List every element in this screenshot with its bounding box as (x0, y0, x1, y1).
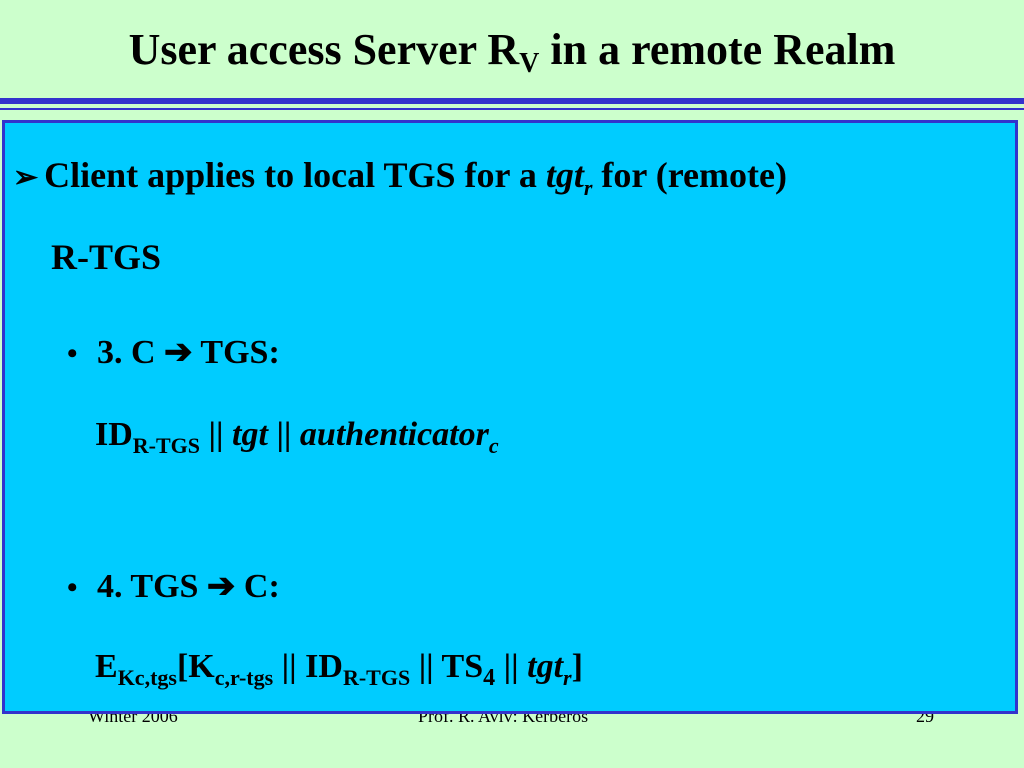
step4-separator-id: || ID (273, 648, 343, 685)
step3-id: ID (95, 416, 133, 453)
tgt-subscript-text: r (583, 175, 593, 200)
step4-close: ] (571, 648, 583, 685)
title-divider-thin (0, 108, 1024, 110)
step4-E-subscript: Kc,tgs (117, 665, 177, 690)
step3-auth-subscript-text: c (488, 433, 499, 458)
step4-ts-subscript: 4 (483, 665, 496, 691)
main-bullet-text: Client applies to local TGS for a (44, 155, 546, 195)
step3-message: IDR-TGS || tgt || authenticatorc (95, 415, 499, 458)
title-divider (0, 98, 1024, 104)
bullet-dot-icon: • (67, 571, 78, 604)
step3-id-subscript: R-TGS (132, 433, 201, 458)
step4-heading: • 4. TGS ➔ C: (67, 567, 280, 608)
title-rest: in a remote Realm (539, 25, 896, 74)
main-bullet-line1: ➢Client applies to local TGS for a tgtr … (13, 155, 787, 200)
step4-K-subscript: c,r-tgs (214, 665, 274, 690)
step4-tgt-subscript-text: r (563, 665, 572, 690)
step4-tgt: tgt (527, 648, 564, 685)
tgt-term: tgt (545, 155, 584, 195)
step4-separator-ts: || TS (410, 648, 484, 685)
arrow-bullet-icon: ➢ (13, 161, 39, 194)
bullet-dot-icon: • (67, 337, 78, 370)
title-subscript: V (519, 48, 540, 79)
step3-authenticator: authenticator (299, 416, 489, 453)
step4-tgt-subscript: r (563, 665, 572, 690)
content-panel: ➢Client applies to local TGS for a tgtr … (2, 120, 1018, 714)
title-main: User access Server R (128, 25, 520, 74)
step3-tgt: tgt (232, 416, 268, 453)
step4-separator-tgt: || (495, 648, 528, 685)
step4-open-K: [K (176, 648, 215, 685)
tgt-subscript: r (584, 175, 593, 200)
main-bullet-post: for (remote) (592, 155, 787, 195)
step4-message: EKc,tgs[Kc,r-tgs || IDR-TGS || TS4 || tg… (95, 647, 583, 690)
step3-heading-text: 3. C ➔ TGS: (97, 334, 280, 371)
step4-E: E (95, 648, 118, 685)
step3-auth-subscript: c (489, 433, 499, 458)
step4-id-subscript: R-TGS (342, 665, 411, 690)
step3-separator-1: || (200, 416, 233, 453)
main-bullet-line2: R-TGS (51, 237, 162, 277)
step3-heading: • 3. C ➔ TGS: (67, 333, 280, 374)
step3-separator-2: || (267, 416, 300, 453)
slide-title: User access Server RV in a remote Realm (0, 22, 1024, 78)
step4-heading-text: 4. TGS ➔ C: (97, 568, 280, 605)
